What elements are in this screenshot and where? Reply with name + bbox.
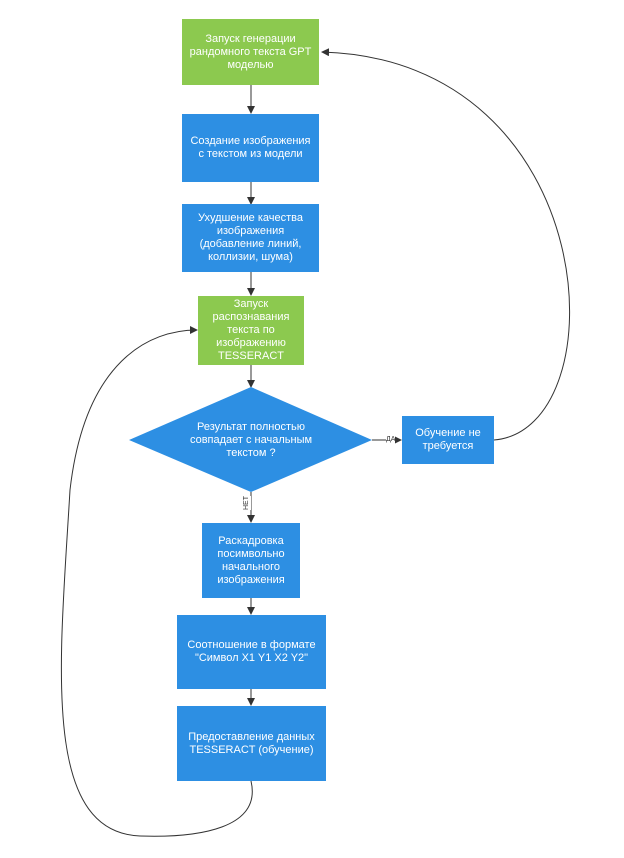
node-decision-label: Результат полностью совпадает с начальны… <box>189 420 313 459</box>
node-run-recognition: Запуск распознавания текста по изображен… <box>198 296 304 365</box>
edge-provide-loop-to-recognition <box>60 326 253 837</box>
edge-label-yes: ДА <box>386 436 396 444</box>
node-provide-data: Предоставление данных TESSERACT (обучени… <box>177 706 326 781</box>
node-degrade-quality: Ухудшение качества изображения (добавлен… <box>182 204 319 272</box>
node-storyboard: Раскадровка посимвольно начального изобр… <box>202 523 300 598</box>
node-no-training: Обучение не требуется <box>402 416 494 464</box>
node-create-image: Создание изображения с текстом из модели <box>182 114 319 182</box>
node-start-generation: Запуск генерации рандомного текста GPT м… <box>182 19 319 85</box>
node-ratio-format: Соотношение в формате "Символ X1 Y1 X2 Y… <box>177 615 326 689</box>
edge-label-no: НЕТ <box>243 496 251 510</box>
edge-no-training-loop-to-start <box>321 48 571 441</box>
decision-diamond <box>129 387 372 492</box>
